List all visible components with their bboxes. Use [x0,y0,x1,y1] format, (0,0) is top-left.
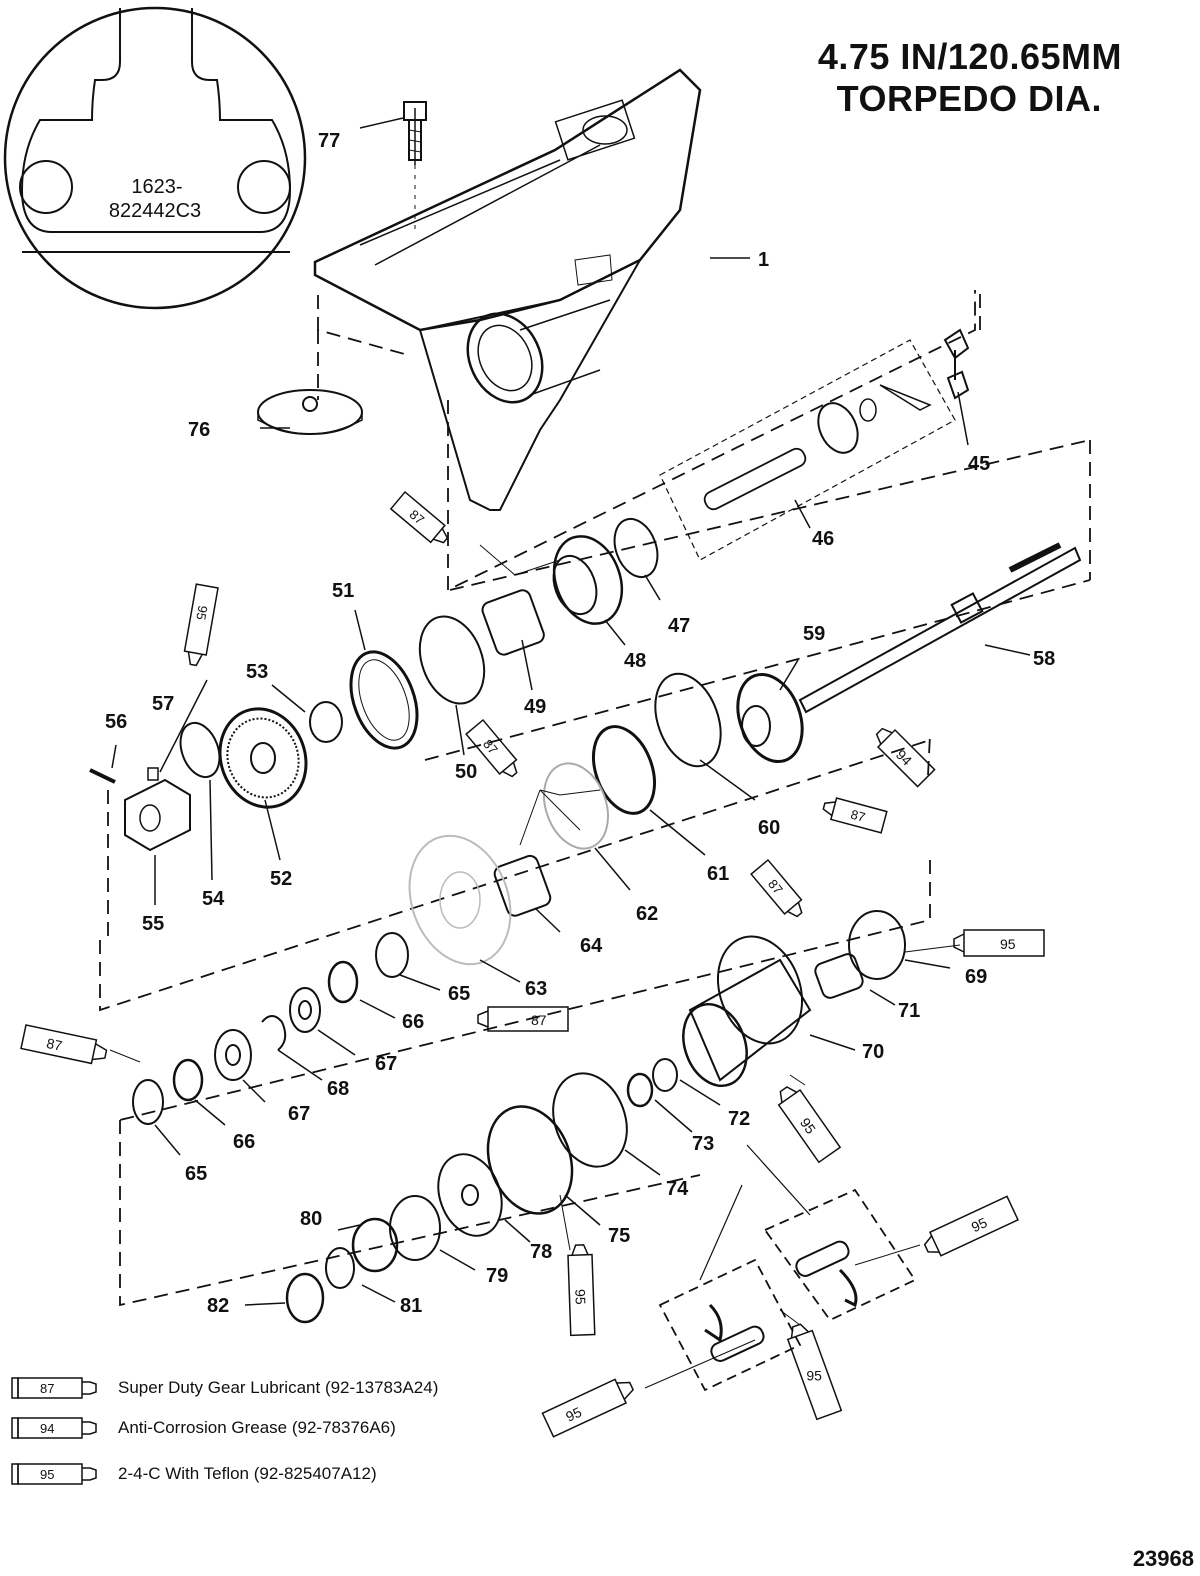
callout-50: 50 [455,761,477,783]
callout-69: 69 [965,966,987,988]
tube-icon: 87 [11,1377,97,1399]
lubricant-tubes: 87 87 87 87 87 [20,490,1045,1438]
callout-65a: 65 [448,983,470,1005]
tube-87-f: 87 [20,1024,108,1065]
legend-label-87: Super Duty Gear Lubricant (92-13783A24) [118,1378,439,1397]
svg-text:95: 95 [193,604,210,621]
svg-text:95: 95 [1000,936,1016,952]
callout-81: 81 [400,1295,422,1317]
callout-73: 73 [692,1133,714,1155]
part-52-gear [226,717,300,799]
callout-57: 57 [152,693,174,715]
svg-text:94: 94 [40,1421,54,1436]
legend-row-94: 94 [10,1414,110,1442]
callout-65b: 65 [185,1163,207,1185]
propeller-shaft [798,542,1082,714]
tube-87-a: 87 [389,490,449,544]
svg-text:95: 95 [806,1367,822,1383]
legend-label-94: Anti-Corrosion Grease (92-78376A6) [118,1418,396,1437]
svg-text:87: 87 [531,1012,547,1028]
callout-70: 70 [862,1041,884,1063]
svg-text:87: 87 [45,1035,64,1054]
ring-parts [89,517,906,1324]
callout-74: 74 [666,1178,689,1200]
tube-87-d: 87 [822,797,888,834]
callout-82: 82 [207,1295,229,1317]
callout-47: 47 [668,615,690,637]
callout-75: 75 [608,1225,630,1247]
seal-insets [658,1144,917,1392]
callout-52: 52 [270,868,292,890]
part-59-gear [736,672,804,764]
callout-53: 53 [246,661,268,683]
tube-95-b: 95 [953,929,1045,957]
callout-54: 54 [202,888,225,910]
tube-87-e: 87 [477,1006,569,1032]
callout-79: 79 [486,1265,508,1287]
callout-63: 63 [525,978,547,1000]
callout-numbers: 77 1 76 45 46 47 48 49 50 51 53 57 56 59… [105,130,1055,1317]
callout-60: 60 [758,817,780,839]
title-torpedo: TORPEDO DIA. [836,78,1102,119]
legend-row-87: 87 [10,1374,110,1402]
callout-76: 76 [188,419,210,441]
tube-icon: 95 [11,1463,97,1485]
callout-77: 77 [318,130,340,152]
tube-95-g: 95 [541,1378,634,1438]
svg-text:95: 95 [40,1467,54,1482]
leader-lines [111,108,1031,1306]
callout-72: 72 [728,1108,750,1130]
callout-56: 56 [105,711,127,733]
callout-1: 1 [758,249,769,271]
tube-87-c: 87 [750,858,803,918]
svg-text:95: 95 [969,1214,990,1235]
part-70-carrier [682,935,812,1088]
inset-part-number-line1: 1623- [131,176,183,198]
inset-detail [3,6,307,310]
callout-61: 61 [707,863,729,885]
callout-78: 78 [530,1241,552,1263]
callout-71: 71 [898,1000,920,1022]
callout-45: 45 [968,453,990,475]
part-46-group [659,339,956,561]
svg-text:87: 87 [40,1381,54,1396]
tube-95-c: 95 [777,1086,842,1164]
tube-95-a: 95 [183,583,219,667]
callout-66a: 66 [402,1011,424,1033]
callout-67a: 67 [375,1053,397,1075]
callout-59: 59 [803,623,825,645]
gear-housing [313,68,702,511]
callout-46: 46 [812,528,834,550]
assembly-guidelines [99,290,1091,1307]
figure-number: 23968 [1132,1546,1194,1571]
tube-icon: 94 [11,1417,97,1439]
svg-text:95: 95 [572,1289,589,1305]
title-diameter: 4.75 IN/120.65MM [817,36,1122,77]
tube-95-f: 95 [786,1323,843,1421]
callout-48: 48 [624,650,646,672]
tube-95-e: 95 [923,1195,1019,1257]
part-45 [943,328,970,400]
legend-label-95: 2-4-C With Teflon (92-825407A12) [118,1464,377,1483]
svg-text:87: 87 [849,807,867,825]
callout-80: 80 [300,1208,322,1230]
callout-49: 49 [524,696,546,718]
svg-text:95: 95 [797,1115,819,1137]
svg-text:95: 95 [563,1404,584,1425]
callout-51: 51 [332,580,354,602]
tube-94: 94 [875,727,936,788]
tube-95-d: 95 [567,1244,596,1337]
callout-66b: 66 [233,1131,255,1153]
callout-68: 68 [327,1078,349,1100]
inset-part-number-line2: 822442C3 [108,200,202,222]
legend-row-95: 95 [10,1460,110,1488]
part-76-anode [257,389,363,435]
callout-67b: 67 [288,1103,310,1125]
callout-64: 64 [580,935,603,957]
callout-62: 62 [636,903,658,925]
callout-58: 58 [1033,648,1055,670]
callout-55: 55 [142,913,164,935]
